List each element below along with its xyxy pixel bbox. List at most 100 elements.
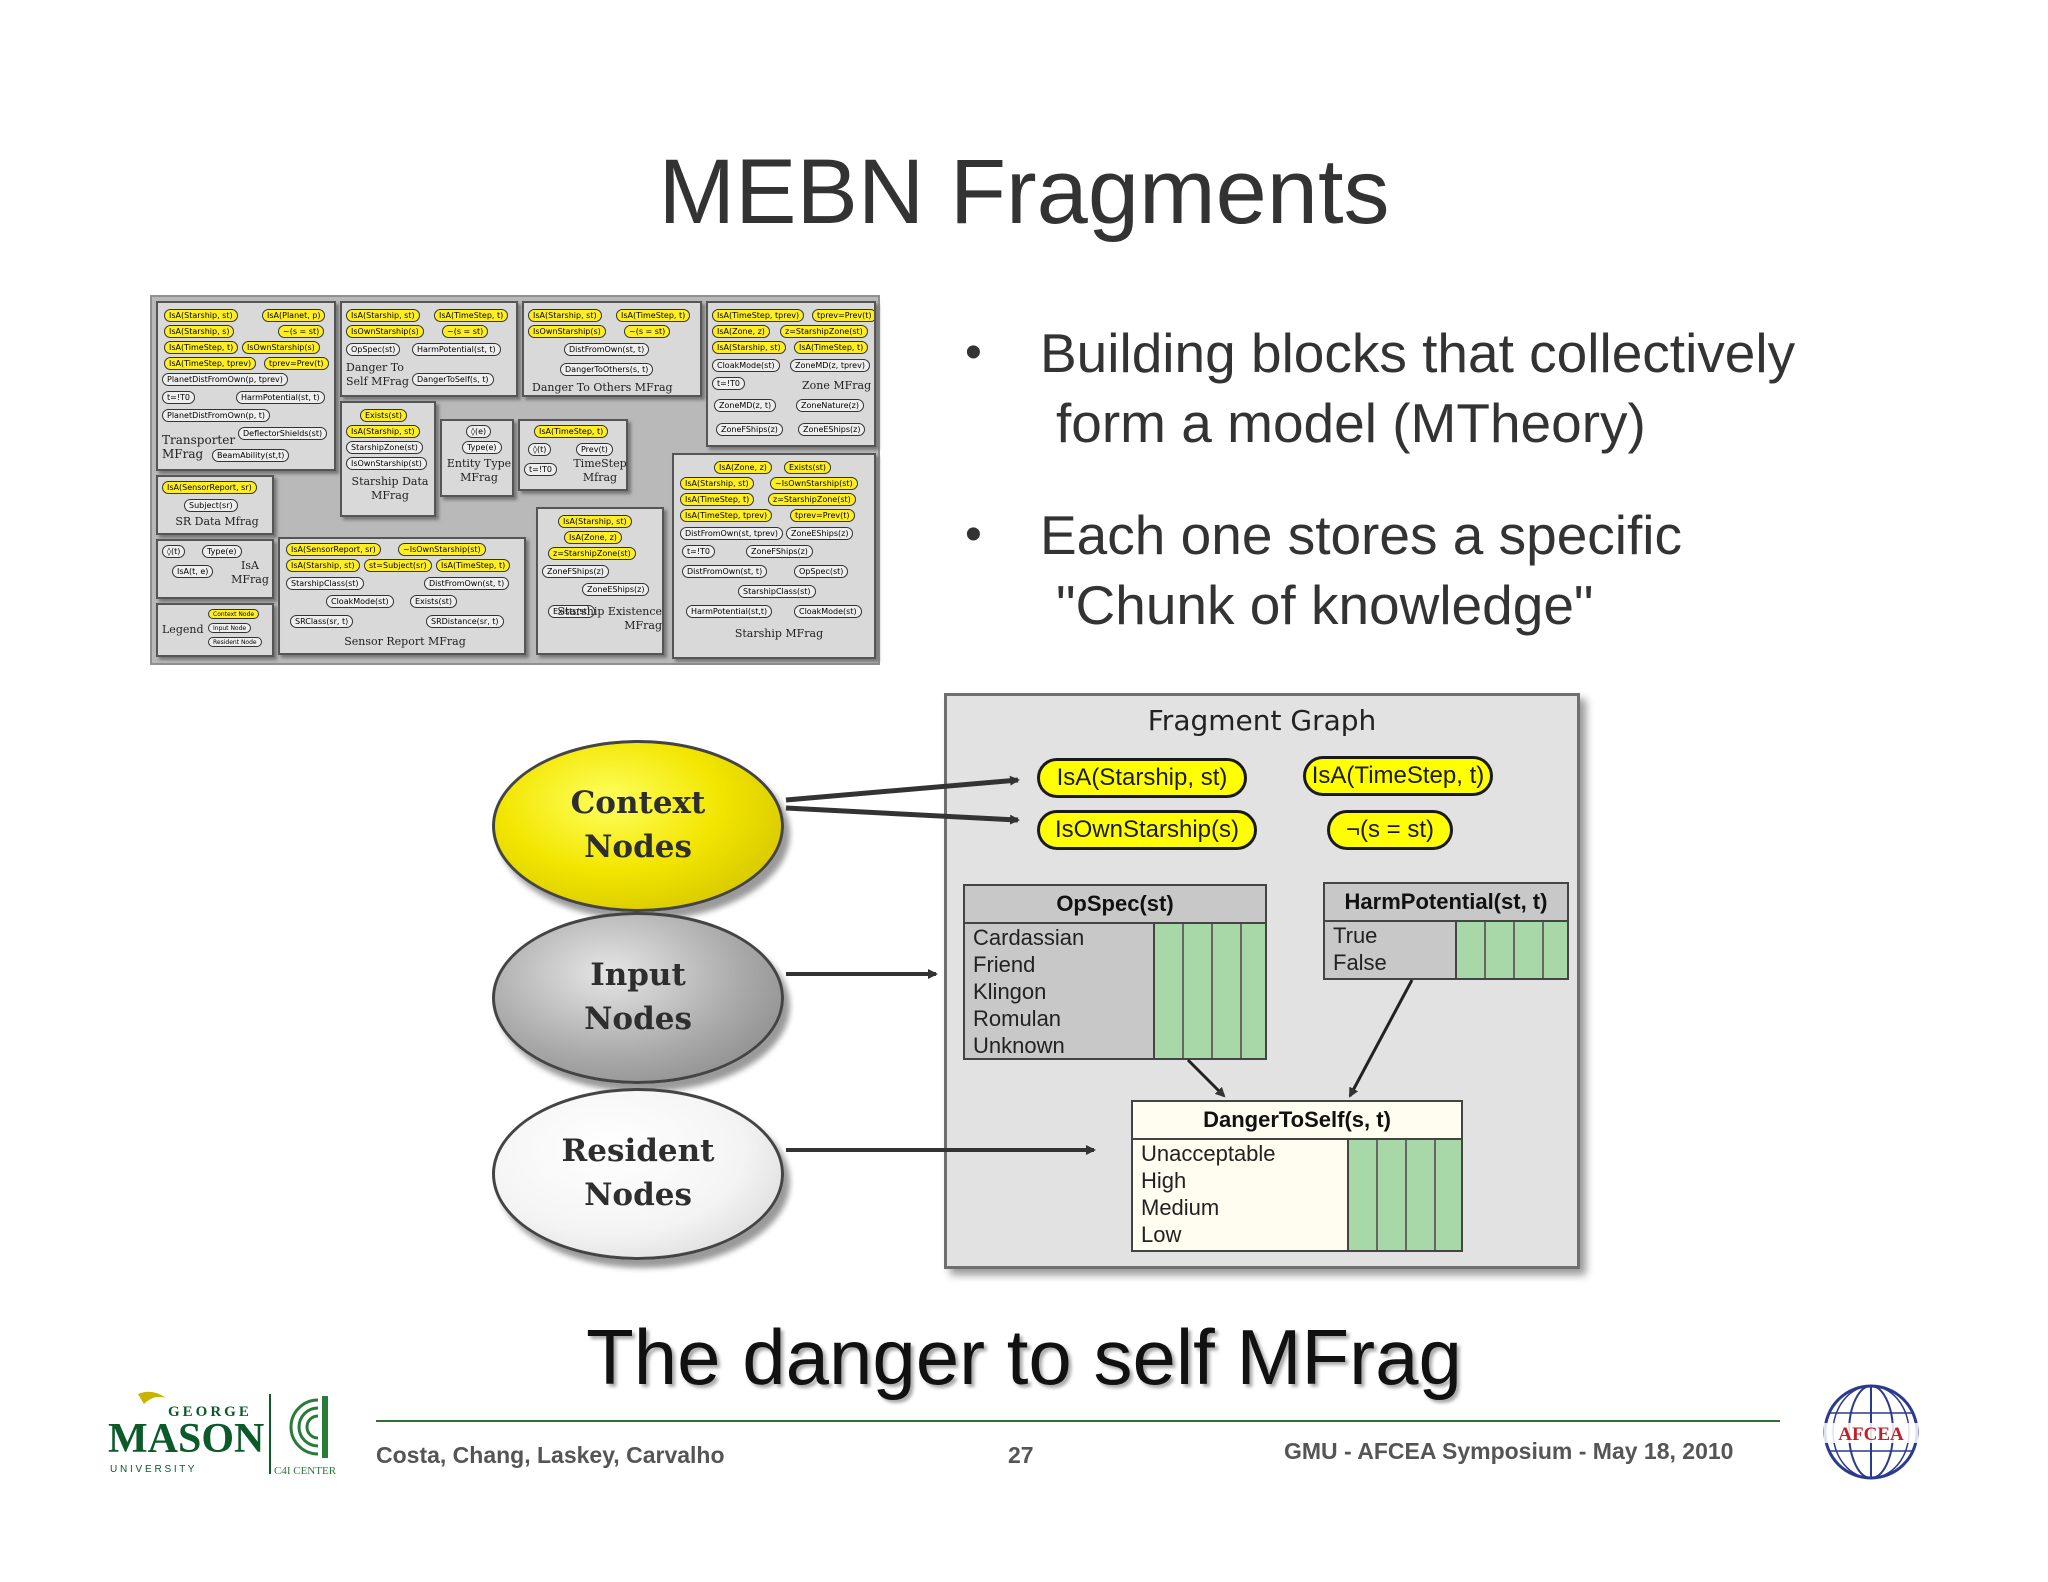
resident-node: DangerToOthers(s, t): [560, 363, 654, 376]
bullet-item: • Building blocks that collectively form…: [960, 318, 2020, 458]
context-node: IsA(Zone, z): [714, 461, 772, 474]
resident-nodes-ellipse: Resident Nodes: [492, 1088, 784, 1260]
ellipse-label: Resident: [561, 1133, 715, 1169]
svg-text:GEORGE: GEORGE: [168, 1404, 252, 1420]
input-node: t=!T0: [712, 377, 746, 390]
context-node: IsA(TimeStep, t): [794, 341, 869, 354]
state-label: High: [1141, 1168, 1187, 1193]
state-label: Friend: [973, 952, 1036, 977]
input-node: HarmPotential(st, t): [236, 391, 325, 404]
afcea-globe-icon: AFCEA: [1823, 1384, 1919, 1480]
zone-mfrag: IsA(TimeStep, tprev) tprev=Prev(t) IsA(Z…: [706, 301, 876, 447]
svg-text:MASON: MASON: [108, 1416, 264, 1462]
probability-bars: [1455, 922, 1567, 978]
context-node: IsA(Starship, st): [712, 341, 786, 354]
context-node: ~(s = st): [442, 325, 489, 338]
mfrag-label: Starship Existence MFrag: [557, 605, 662, 632]
context-node-not-equal: ¬(s = st): [1327, 810, 1453, 850]
context-node: ~(s = st): [624, 325, 671, 338]
context-node: IsA(SensorReport, sr): [286, 543, 381, 556]
mfrag-label: IsA MFrag: [231, 559, 269, 586]
context-node: tprev=Prev(t): [790, 509, 855, 522]
mfrag-label: Entity Type MFrag: [446, 457, 512, 484]
starship-mfrag: IsA(Zone, z) Exists(st) IsA(Starship, st…: [672, 453, 876, 659]
footer-authors: Costa, Chang, Laskey, Carvalho: [376, 1442, 725, 1468]
context-node: IsA(Zone, z): [564, 531, 622, 544]
mfrag-label: Transporter MFrag: [162, 433, 236, 461]
ellipse-label: Context: [570, 785, 706, 821]
state-label: Romulan: [973, 1006, 1062, 1031]
resident-node: ZoneEShips(z): [798, 423, 866, 436]
timestep-mfrag: IsA(TimeStep, t) ◊(t) Prev(t) t=!T0 Time…: [518, 419, 628, 491]
context-node: IsOwnStarship(s): [242, 341, 320, 354]
afcea-logo: AFCEA: [1822, 1383, 1920, 1481]
context-node: Exists(st): [784, 461, 832, 474]
context-node-isownstarship: IsOwnStarship(s): [1037, 810, 1257, 850]
node-name: OpSpec(st): [965, 886, 1265, 924]
mfrag-label: Zone MFrag: [802, 379, 872, 392]
state-list: Cardassian Friend Klingon Romulan Unknow…: [973, 924, 1084, 1059]
mfrag-label: Starship MFrag: [734, 627, 824, 640]
mfrag-label: Starship Data MFrag: [351, 475, 429, 502]
gmu-c4i-logo: GEORGE MASON U N I V E R S I T Y C4I CEN…: [108, 1388, 358, 1478]
resident-node: IsOwnStarship(st): [346, 457, 427, 470]
context-node: ~IsOwnStarship(st): [770, 477, 858, 490]
context-node: IsA(Zone, z): [712, 325, 770, 338]
slide-subtitle: The danger to self MFrag: [586, 1313, 1462, 1401]
input-node: PlanetDistFromOwn(p, t): [162, 409, 271, 422]
input-node: t=!T0: [162, 391, 196, 404]
resident-node: Prev(t): [576, 443, 613, 456]
input-node: ZoneFShips(z): [542, 565, 609, 578]
context-node: IsA(Starship, s): [164, 325, 235, 338]
input-node: OpSpec(st): [346, 343, 401, 356]
mfrag-label: Danger To Self MFrag: [346, 361, 409, 388]
ellipse-label: Nodes: [584, 1001, 692, 1037]
input-node: PlanetDistFromOwn(p, tprev): [162, 373, 288, 386]
fragment-graph: Fragment Graph IsA(Starship, st) IsA(Tim…: [944, 693, 1580, 1269]
state-label: Klingon: [973, 979, 1047, 1004]
state-list: True False: [1333, 922, 1387, 976]
bullet-text: form a model (MTheory): [1056, 392, 1646, 454]
context-node: IsA(TimeStep, t): [534, 425, 609, 438]
context-node: ~(s = st): [278, 325, 325, 338]
input-node: CloakMode(st): [712, 359, 780, 372]
mfrag-label: Sensor Report MFrag: [344, 635, 466, 648]
context-node: z=StarshipZone(st): [548, 547, 636, 560]
context-node: IsA(TimeStep, t): [680, 493, 755, 506]
context-arrow-2: [785, 805, 1020, 825]
bullet-text: Building blocks that collectively: [1040, 322, 1796, 384]
context-node: IsA(TimeStep, t): [436, 559, 511, 572]
context-node-isa-timestep: IsA(TimeStep, t): [1303, 756, 1493, 796]
node-name: HarmPotential(st, t): [1325, 884, 1567, 922]
bullet-dot-icon: •: [965, 508, 982, 561]
svg-text:U N I V E R S I T Y: U N I V E R S I T Y: [110, 1464, 195, 1475]
context-node: IsA(Starship, st): [558, 515, 632, 528]
input-node: HarmPotential(st, t): [412, 343, 501, 356]
context-node: IsA(Starship, st): [346, 425, 420, 438]
svg-text:C4I CENTER: C4I CENTER: [274, 1465, 337, 1477]
state-label: Medium: [1141, 1195, 1220, 1220]
gmu-logo-icon: GEORGE MASON U N I V E R S I T Y C4I CEN…: [108, 1391, 337, 1477]
dangertoself-node: DangerToSelf(s, t) Unacceptable High Med…: [1131, 1100, 1463, 1252]
input-node: ◊(t): [162, 545, 186, 558]
context-node: z=StarshipZone(st): [780, 325, 868, 338]
input-node: t=!T0: [524, 463, 558, 476]
resident-node: SRDistance(sr, t): [426, 615, 504, 628]
isa-mfrag: ◊(t) Type(e) IsA(t, e) IsA MFrag: [156, 539, 274, 599]
context-node: IsA(Starship, st): [528, 309, 602, 322]
resident-node: DistFromOwn(st, t): [682, 565, 768, 578]
bullet-item: • Each one stores a specific "Chunk of k…: [960, 500, 2020, 640]
resident-node: SRClass(sr, t): [290, 615, 354, 628]
context-node: IsA(TimeStep, t): [164, 341, 239, 354]
resident-node: StarshipZone(st): [346, 441, 423, 454]
legend-label: Legend: [162, 623, 204, 636]
context-node: IsOwnStarship(s): [346, 325, 424, 338]
context-node: IsOwnStarship(s): [528, 325, 606, 338]
ellipse-label: Nodes: [584, 829, 692, 865]
opspec-node: OpSpec(st) Cardassian Friend Klingon Rom…: [963, 884, 1267, 1060]
danger-to-self-mfrag: IsA(Starship, st) IsA(TimeStep, t) IsOwn…: [340, 301, 518, 397]
danger-to-others-mfrag: IsA(Starship, st) IsA(TimeStep, t) IsOwn…: [522, 301, 702, 397]
harmpotential-node: HarmPotential(st, t) True False: [1323, 882, 1569, 980]
context-node: IsA(Planet, p): [262, 309, 326, 322]
bullet-list: • Building blocks that collectively form…: [960, 318, 2020, 682]
